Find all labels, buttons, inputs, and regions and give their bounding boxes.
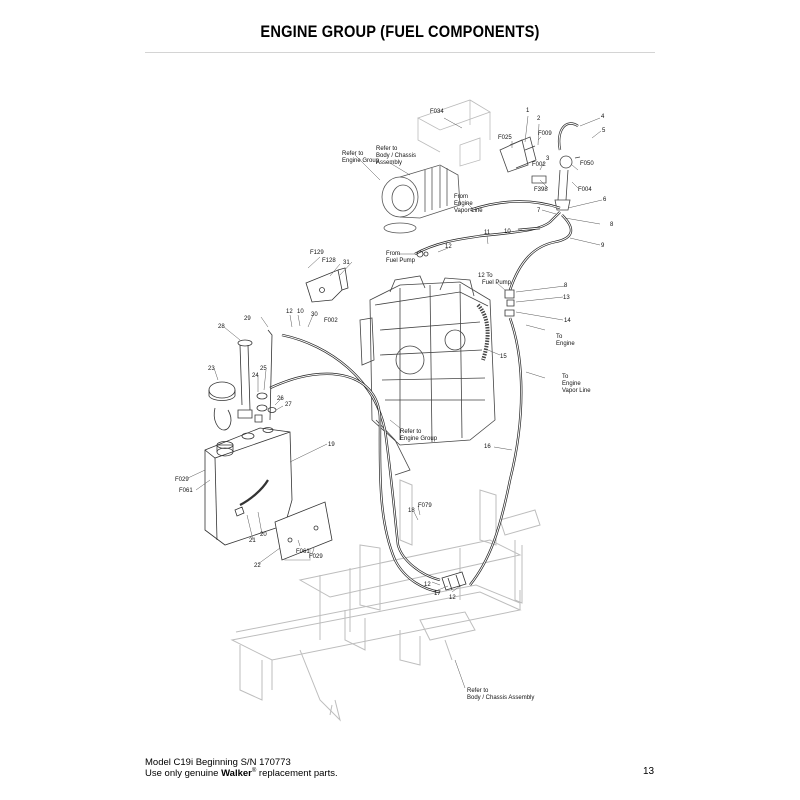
hose-fittings — [416, 250, 515, 317]
callout-8-lower: 8 — [564, 283, 568, 289]
callout-F002-upper: F002 — [532, 162, 546, 168]
callout-2: 2 — [537, 116, 541, 122]
dipstick — [267, 329, 273, 421]
callout-F129: F129 — [310, 250, 324, 256]
callout-24: 24 — [252, 373, 259, 379]
callout-12-left: 12 — [286, 309, 293, 315]
heat-shield-plate — [274, 501, 333, 561]
callout-8-upper: 8 — [610, 222, 614, 228]
engine-illustration — [359, 275, 496, 476]
callout-25: 25 — [260, 366, 267, 372]
leader-lines — [187, 115, 603, 689]
model-line: Model C19i Beginning S/N 170773 — [145, 757, 291, 768]
note-to-engine: To Engine — [556, 334, 575, 347]
callout-10-left: 10 — [297, 309, 304, 315]
callout-10-upper: 10 — [504, 229, 511, 235]
callout-F128: F128 — [322, 258, 336, 264]
note-from-engine-vapor-line: From Engine Vapor Line — [454, 194, 483, 214]
fuel-tank-illustration — [204, 427, 293, 546]
page-number: 13 — [643, 766, 655, 777]
callout-21: 21 — [249, 538, 256, 544]
registered-mark: ® — [251, 768, 257, 774]
note-refer-body-chassis-lower: Refer to Body / Chassis Assembly — [467, 688, 534, 701]
corrugated-hose — [476, 303, 490, 361]
chassis-frame — [230, 479, 541, 722]
note-refer-engine-group-lower: Refer to Engine Group — [400, 429, 438, 442]
tank-grommets — [254, 392, 277, 423]
callout-12-lower-right: 12 — [449, 595, 456, 601]
callout-29: 29 — [244, 316, 251, 322]
fuel-hoses — [269, 200, 573, 594]
vapor-canister-bracket — [499, 136, 537, 173]
note-to-engine-vapor-line: To Engine Vapor Line — [562, 374, 591, 394]
brand-name: Walker — [221, 768, 252, 780]
callout-F050: F050 — [580, 161, 594, 167]
callout-F025: F025 — [498, 135, 512, 141]
callout-31: 31 — [343, 260, 350, 266]
vapor-bracket-assembly — [417, 99, 491, 167]
callout-F029-left: F029 — [175, 477, 189, 483]
callout-9: 9 — [601, 243, 605, 249]
callout-7: 7 — [537, 208, 541, 214]
bracket-31 — [305, 267, 349, 303]
callout-15: 15 — [500, 354, 507, 360]
callout-11: 11 — [484, 230, 491, 236]
callout-F079: F079 — [418, 503, 432, 509]
callout-16: 16 — [484, 444, 491, 450]
callout-5: 5 — [602, 128, 606, 134]
fuel-cap — [208, 381, 236, 431]
callout-F061-right: F061 — [296, 549, 310, 555]
callout-12-upper: 12 — [445, 244, 452, 250]
inline-fuel-filter — [441, 571, 467, 591]
callout-3: 3 — [546, 156, 550, 162]
parts-suffix: replacement parts. — [256, 768, 338, 780]
callout-23: 23 — [208, 366, 215, 372]
callout-30: 30 — [311, 312, 318, 318]
note-to-fuel-pump: 12 To Fuel Pump — [478, 273, 512, 286]
callout-F029-right: F029 — [309, 554, 323, 560]
callout-F009: F009 — [538, 131, 552, 137]
callout-18: 18 — [408, 508, 415, 514]
callout-13: 13 — [563, 295, 570, 301]
page-title: ENGINE GROUP (FUEL COMPONENTS) — [260, 22, 540, 41]
callout-F034: F034 — [430, 109, 444, 115]
reference-notes: Refer to Engine Group Refer to Body / Ch… — [342, 146, 591, 701]
callout-6: 6 — [603, 197, 607, 203]
callout-27: 27 — [285, 402, 292, 408]
callout-4: 4 — [601, 114, 605, 120]
parts-prefix: Use only genuine — [145, 768, 222, 780]
vapor-valve — [554, 155, 581, 211]
note-refer-engine-group-upper: Refer to Engine Group — [342, 151, 380, 164]
callout-22: 22 — [254, 563, 261, 569]
callout-1: 1 — [526, 108, 530, 114]
air-cleaner-illustration — [381, 164, 461, 234]
callout-14: 14 — [564, 318, 571, 324]
callout-19: 19 — [328, 442, 335, 448]
callout-F061-left: F061 — [179, 488, 193, 494]
callout-F004: F004 — [578, 187, 592, 193]
callout-F398: F398 — [534, 187, 548, 193]
callout-17: 17 — [434, 591, 441, 597]
callout-28: 28 — [218, 324, 225, 330]
callout-F002-lower: F002 — [324, 318, 338, 324]
title-rule — [145, 52, 655, 53]
note-from-fuel-pump: From Fuel Pump — [386, 251, 416, 264]
callout-12-lower-left: 12 — [424, 582, 431, 588]
note-refer-body-chassis-upper: Refer to Body / Chassis Assembly — [376, 146, 418, 166]
callout-26: 26 — [277, 396, 284, 402]
callout-20: 20 — [260, 532, 267, 538]
callout-labels: F034 1 2 4 5 F025 F009 F002 3 F050 F004 … — [175, 108, 614, 601]
genuine-parts-line: Use only genuine Walker® replacement par… — [145, 768, 338, 779]
vapor-hose — [557, 122, 579, 151]
fuel-pickup-tube — [237, 339, 253, 419]
